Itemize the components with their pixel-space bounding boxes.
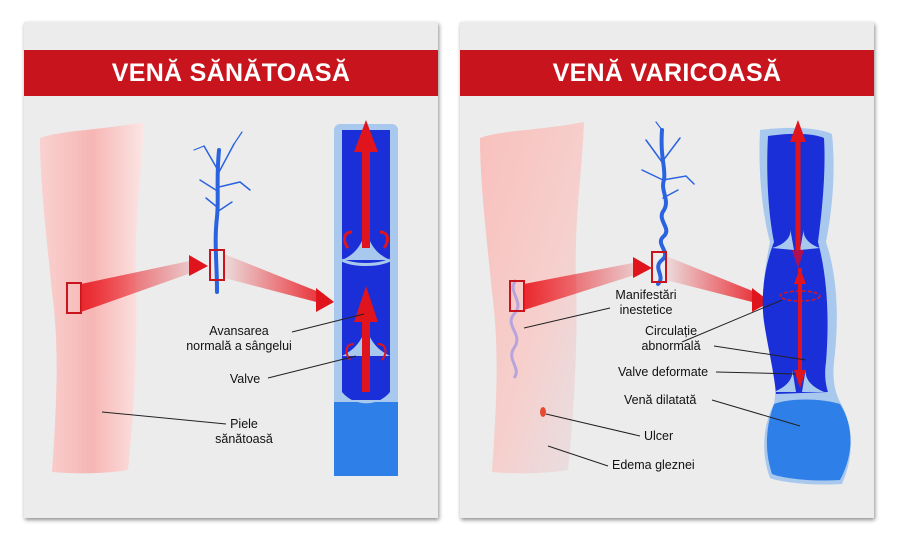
skin-label: Piele sănătoasă (204, 417, 284, 447)
zoom-beam-1-arrow (633, 257, 652, 278)
dilated-vein-label: Venă dilatată (624, 393, 697, 407)
circ-leader-2 (713, 345, 807, 361)
deformed-valve-label: Valve deformate (618, 365, 709, 379)
varicose-vein-illustration (480, 120, 851, 485)
skin-label-line2: sănătoasă (215, 432, 273, 446)
ulcer-mark (540, 407, 546, 417)
dilated-vein (759, 120, 851, 485)
manif-leader (523, 307, 611, 329)
edema-leader (547, 445, 609, 467)
flow-leader (291, 313, 365, 333)
healthy-vein-illustration (40, 120, 398, 476)
surface-veins (509, 279, 520, 379)
vein-tree (193, 131, 251, 294)
dilated-leader (711, 399, 801, 427)
zoom-beam-2 (666, 256, 760, 304)
flow-label-line2: normală a sângelui (186, 339, 292, 353)
flow-label-line1: Avansarea (209, 324, 269, 338)
skin-label-line1: Piele (230, 417, 258, 431)
zoom-beam-1 (81, 260, 194, 312)
varicose-vein-panel: VENĂ VARICOASĂ (460, 22, 874, 518)
valve-leader (715, 371, 797, 375)
edema-label: Edema gleznei (612, 458, 695, 472)
vein-cross-section (334, 120, 398, 476)
circ-label-line1: Circulație (644, 324, 698, 338)
valve-leader (267, 355, 357, 379)
zoom-beam-2 (224, 254, 324, 304)
healthy-vein-title: VENĂ SĂNĂTOASĂ (24, 50, 438, 96)
healthy-vein-panel: VENĂ SĂNĂTOASĂ (24, 22, 438, 518)
manif-label: Manifestări inestetice (596, 288, 696, 318)
zoom-beam-1 (524, 262, 638, 310)
valve-label: Valve (229, 372, 261, 386)
vein-tree (641, 121, 695, 286)
manif-label-line1: Manifestări (615, 288, 677, 302)
circ-label: Circulație abnormală (626, 324, 716, 354)
ulcer-leader (545, 413, 641, 437)
zoom-beam-2-arrow (316, 288, 334, 312)
circ-label-line2: abnormală (641, 339, 701, 353)
flow-label: Avansarea normală a sângelui (174, 324, 304, 354)
varicose-vein-title: VENĂ VARICOASĂ (460, 50, 874, 96)
ulcer-label: Ulcer (644, 429, 674, 443)
circ-leader-1 (681, 299, 783, 343)
skin-leader (101, 411, 227, 425)
zoom-beam-1-arrow (189, 255, 208, 276)
zoom-beam-2-arrow (752, 288, 770, 312)
manif-label-line2: inestetice (619, 303, 673, 317)
